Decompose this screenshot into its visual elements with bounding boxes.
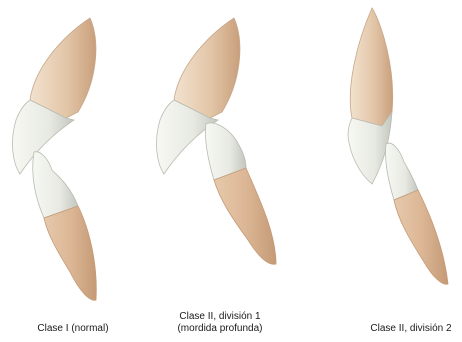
- caption-class-2-division-2: Clase II, división 2: [360, 323, 462, 335]
- caption-line: Clase I (normal): [18, 323, 128, 335]
- lower-incisor-root: [214, 168, 276, 264]
- upper-incisor-root: [350, 8, 392, 126]
- lower-incisor-root: [394, 190, 448, 284]
- caption-class-2-division-1: Clase II, división 1 (mordida profunda): [150, 311, 290, 335]
- upper-incisor-root: [174, 18, 240, 118]
- caption-line: Clase II, división 2: [360, 323, 462, 335]
- lower-incisor-crown: [385, 143, 418, 200]
- tooth-pair-class-2-div-1: [157, 18, 276, 264]
- caption-line: (mordida profunda): [150, 323, 290, 335]
- upper-incisor-root: [30, 18, 96, 118]
- lower-incisor-root: [44, 206, 96, 300]
- caption-line: Clase II, división 1: [150, 311, 290, 323]
- tooth-pair-class-1: [13, 18, 97, 300]
- caption-class-1: Clase I (normal): [18, 323, 128, 335]
- tooth-pair-class-2-div-2: [348, 8, 448, 284]
